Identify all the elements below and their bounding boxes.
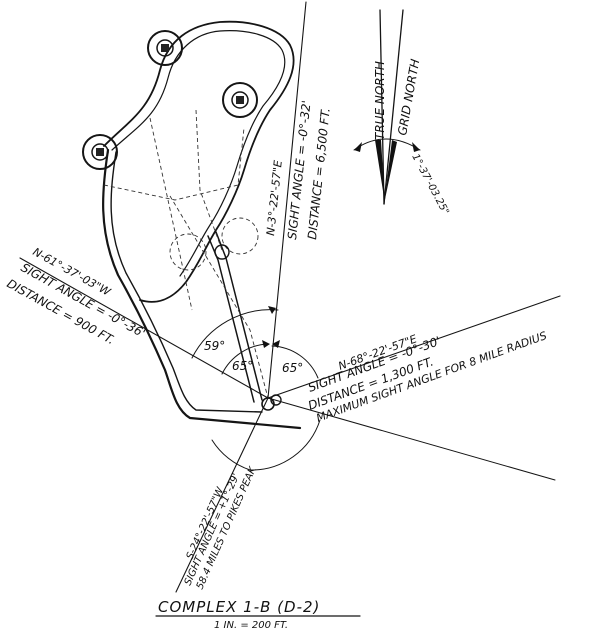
arc-59 [191, 309, 279, 359]
arc-65w [221, 343, 269, 375]
access-road-outer [102, 148, 302, 430]
label-north: N-3°-22'-57"E SIGHT ANGLE = -0°-32' DIST… [264, 100, 333, 241]
dashed-circle-left [169, 233, 207, 271]
grid-north-label: GRID NORTH [395, 58, 422, 137]
sight-lines [19, 1, 561, 593]
label-west: N-61°-37'-03"W SIGHT ANGLE = -0°-36' DIS… [5, 245, 148, 347]
dashed-circle-right [221, 217, 259, 255]
arc-south [211, 419, 321, 471]
sight-line-west [19, 257, 269, 399]
title-block: COMPLEX 1-B (D-2) 1 IN. = 200 FT. [155, 598, 361, 631]
pad-west [82, 134, 118, 170]
sight-line-north [267, 1, 307, 399]
access-road-inner [110, 151, 263, 413]
true-north-label: TRUE NORTH [373, 61, 387, 140]
drawing-scale: 1 IN. = 200 FT. [214, 620, 288, 631]
declination-label: 1°-37'-03.25" [409, 152, 450, 217]
sight-line-south [175, 397, 269, 593]
label-east: N-68°-22'-57"E SIGHT ANGLE = -0°-30' DIS… [306, 329, 548, 425]
angle-65-west-label: 65° [232, 359, 253, 373]
north-arrows: TRUE NORTH GRID NORTH 1°-37'-03.25" [353, 9, 451, 217]
grid-north-line [383, 9, 404, 205]
sight-line-east [267, 295, 561, 399]
radius-line [267, 397, 556, 481]
true-north-line [379, 9, 385, 205]
drawing-title: COMPLEX 1-B (D-2) [158, 598, 320, 616]
pad-north [147, 30, 183, 66]
angle-65-east-label: 65° [282, 361, 303, 375]
angle-59-label: 59° [204, 339, 225, 353]
service-road-loop [103, 20, 295, 303]
pad-center [222, 82, 258, 118]
bearing-north: N-3°-22'-57"E [264, 160, 285, 237]
facility-outline [82, 20, 302, 430]
label-south: S-24°-22'-57"W SIGHT ANGLE = +1°-29' 58.… [183, 464, 260, 591]
